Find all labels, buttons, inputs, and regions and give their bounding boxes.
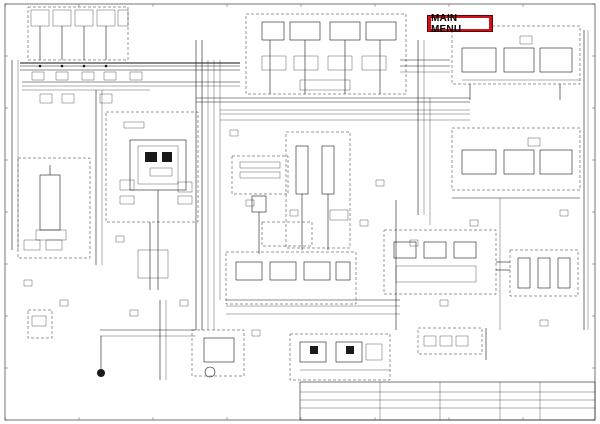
drive-block-top (451, 25, 581, 100)
main-bus-lines (196, 40, 470, 225)
main-menu-label: MAIN MENU (431, 13, 489, 35)
right-trunk-lines (395, 30, 589, 330)
valve-symbol (409, 239, 419, 247)
valve-symbol (439, 299, 449, 307)
valve-symbol (559, 209, 569, 217)
drive-block-mid (451, 127, 581, 199)
control-valve-block (245, 13, 407, 95)
valve-symbol (245, 199, 255, 207)
oil-level-block (417, 327, 487, 360)
steering-brake-unit (105, 111, 199, 290)
valve-manifold (225, 251, 400, 315)
title-block (299, 381, 596, 421)
valve-symbol (229, 129, 239, 137)
valve-symbol (251, 329, 261, 337)
lifting-gear-block (20, 6, 240, 104)
small-components (23, 129, 569, 337)
steering-block-right (383, 229, 579, 297)
valve-symbol (59, 299, 69, 307)
brake-valve-block (289, 333, 391, 381)
border-grid-ticks (4, 3, 595, 421)
dual-cylinder-block (261, 131, 351, 250)
left-trunk-lines (11, 40, 221, 330)
pump-unit (27, 300, 245, 380)
valve-symbol (539, 319, 549, 327)
main-menu-button[interactable]: MAIN MENU (427, 13, 493, 35)
valve-symbol (375, 179, 385, 187)
valve-symbol (359, 219, 369, 227)
valve-symbol (23, 279, 33, 287)
valve-symbol (129, 309, 139, 317)
valve-symbol (469, 219, 479, 227)
valve-symbol (289, 209, 299, 217)
valve-symbol (115, 235, 125, 243)
lifting-cylinder-block (17, 157, 91, 259)
valve-symbol (179, 299, 189, 307)
auxiliary-valve-block (231, 155, 289, 254)
